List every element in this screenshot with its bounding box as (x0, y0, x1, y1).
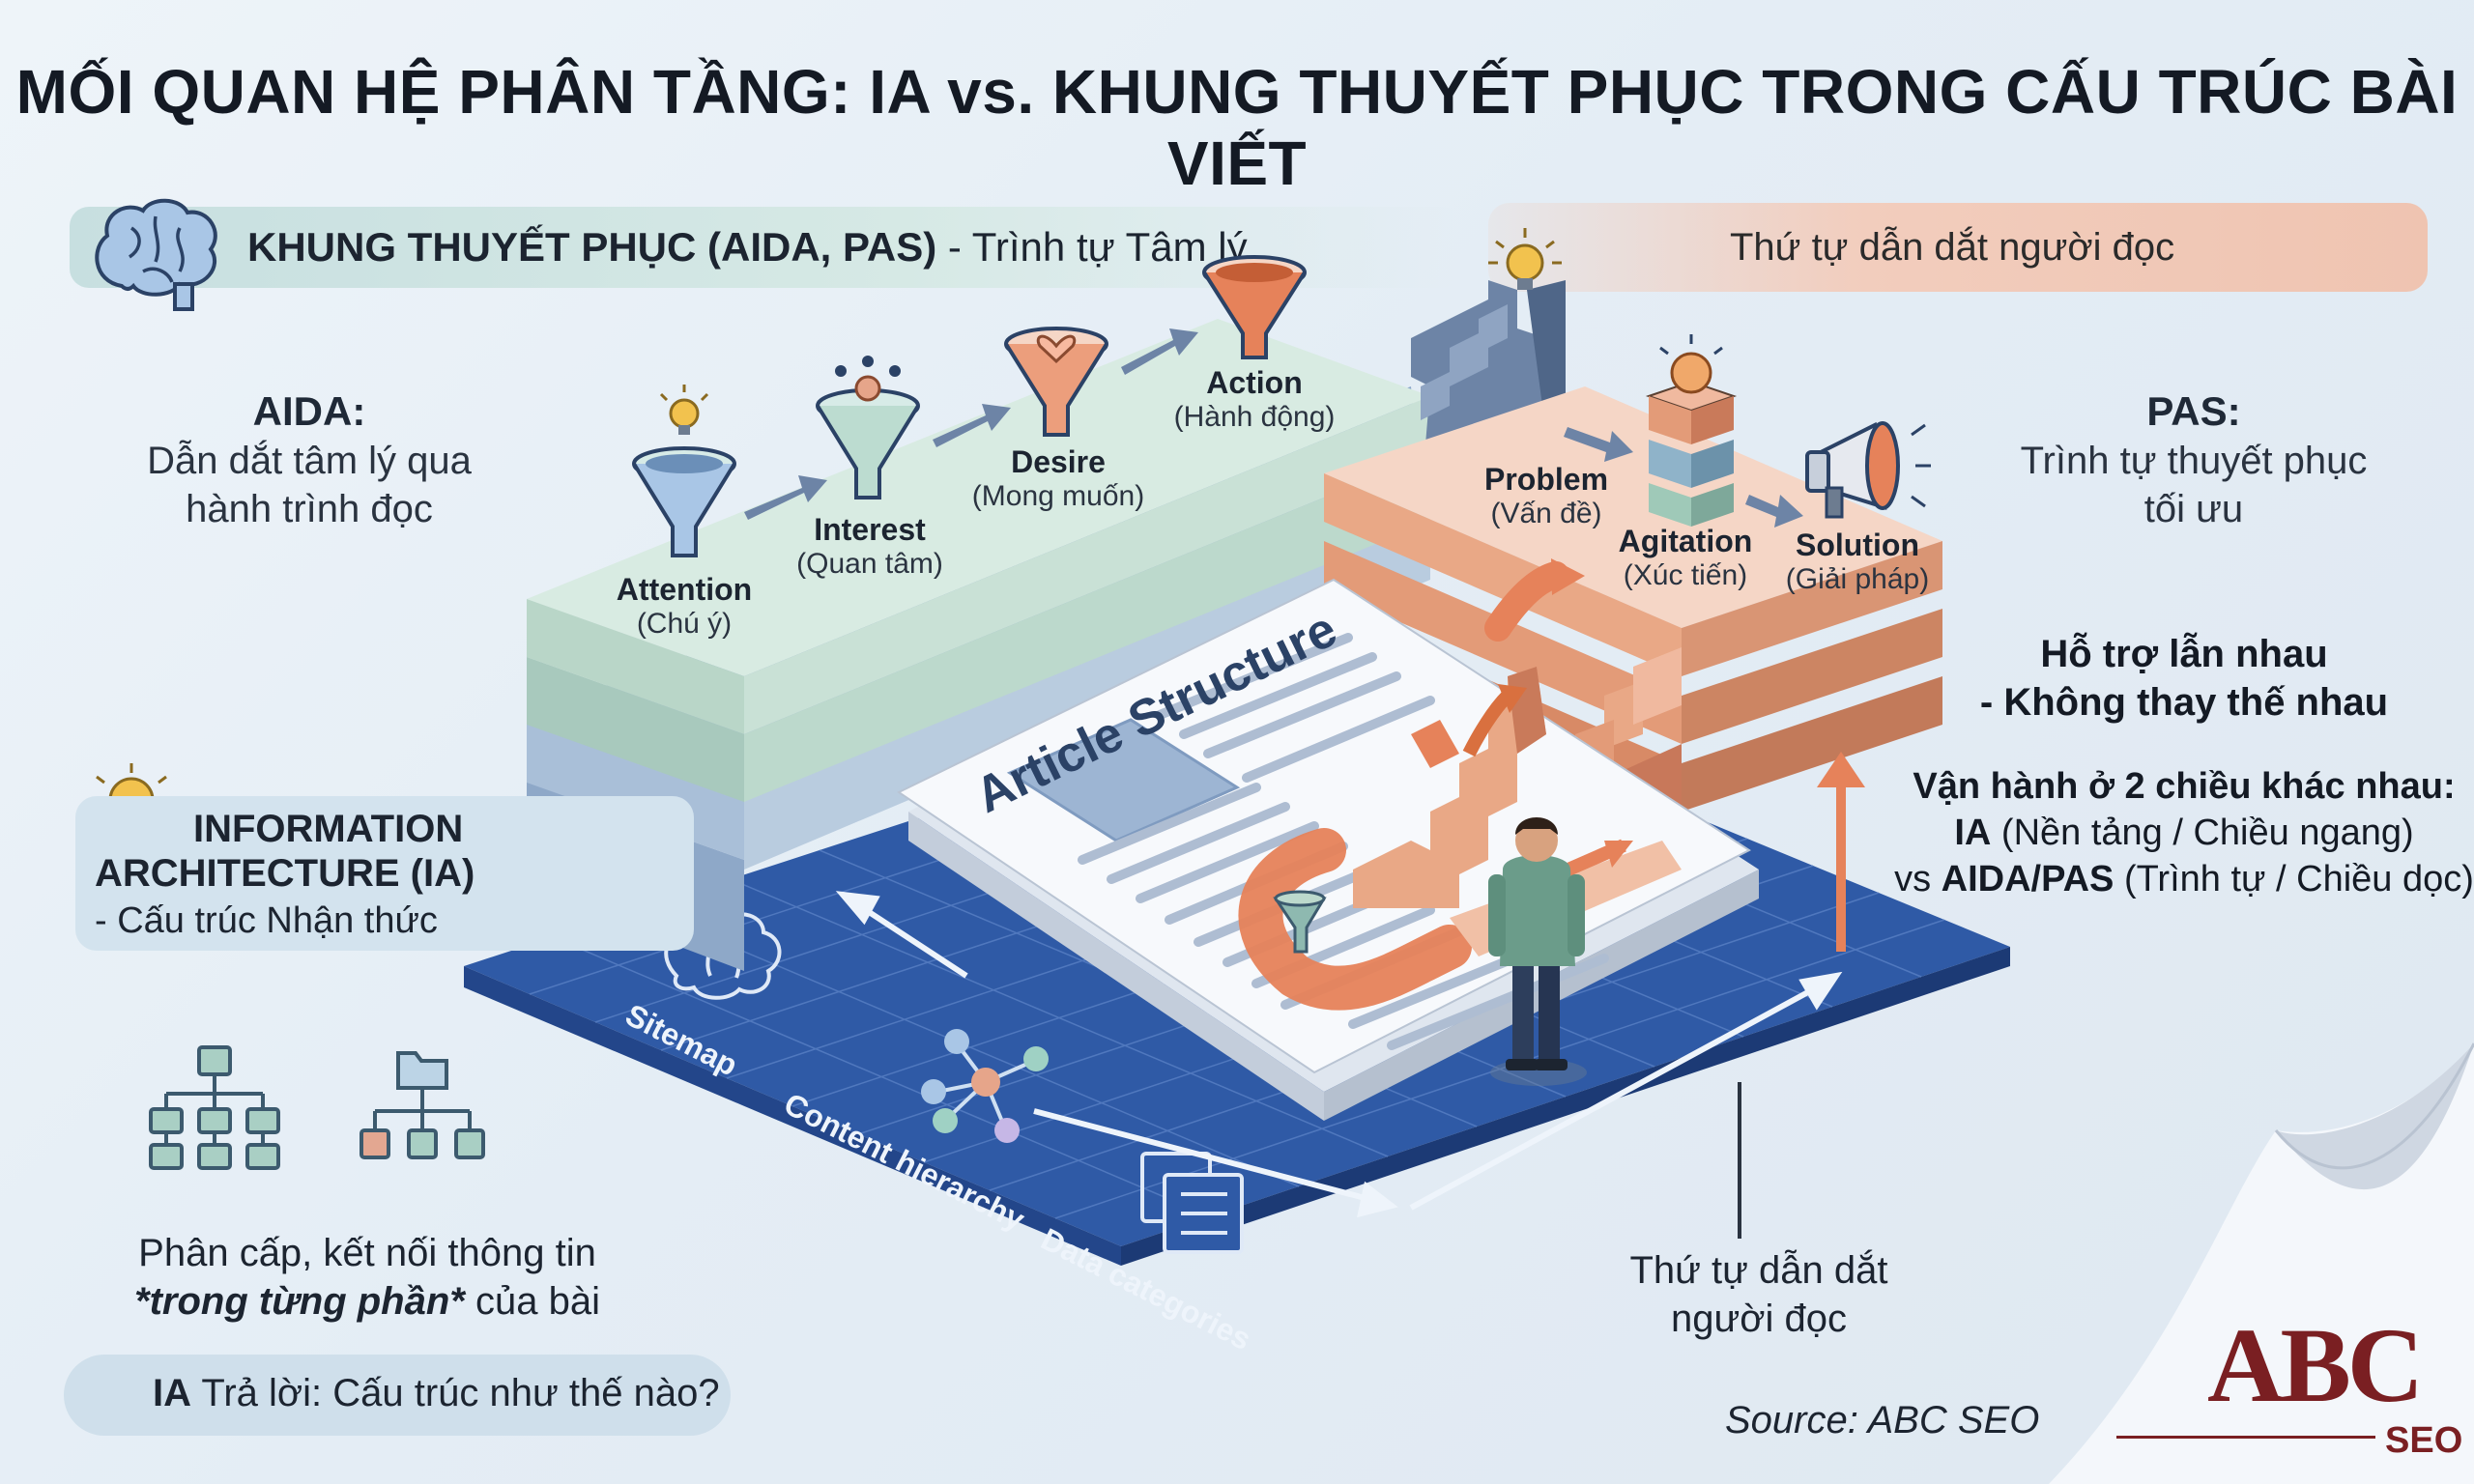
ia-answer-rest: Trả lời: Cấu trúc như thế nào? (191, 1372, 720, 1414)
logo-underline (2116, 1436, 2375, 1439)
ia-subtitle: - Cấu trúc Nhận thức (95, 900, 438, 941)
persuasion-subtitle: - Trình tự Tâm lý (936, 224, 1248, 270)
operate-vs: vs (1894, 859, 1942, 899)
support-line1: Hỗ trợ lẫn nhau (2040, 633, 2328, 675)
stage-interest: Interest (Quan tâm) (744, 512, 995, 581)
reader-order-label: Thứ tự dẫn dắt người đọc (1730, 226, 2175, 269)
stage-action: Action (Hành động) (1129, 365, 1380, 434)
stage-solution-vi: (Giải pháp) (1785, 563, 1930, 595)
pas-heading: PAS: (2146, 388, 2241, 434)
reader-journey-path (1238, 558, 1682, 1011)
ia-title-line1: INFORMATION (193, 808, 464, 850)
stage-action-en: Action (1206, 365, 1303, 400)
sitemap-hierarchy-icon (149, 1045, 280, 1170)
stairs-lightbulb-icon (1488, 228, 1562, 290)
lightbulb-icon (659, 385, 709, 435)
operate-ia-rest: (Nền tảng / Chiều ngang) (1991, 813, 2414, 853)
aida-desc-line1: Dẫn dắt tâm lý qua (147, 440, 472, 482)
ia-answer-text: IA Trả lời: Cấu trúc như thế nào? (153, 1372, 720, 1415)
aida-arrows (744, 328, 1198, 520)
operate-line1: Vận hành ở 2 chiều khác nhau: (1913, 766, 2456, 807)
ia-desc-italic: *trong từng phần* (134, 1280, 465, 1323)
brain-icon (95, 198, 217, 311)
stage-solution-en: Solution (1796, 528, 1919, 562)
stage-desire-en: Desire (1011, 444, 1106, 479)
ia-answer-bold: IA (153, 1372, 191, 1414)
aida-description: Dẫn dắt tâm lý qua hành trình đọc (116, 437, 503, 533)
stage-attention-vi: (Chú ý) (636, 608, 733, 640)
ia-desc-rest: của bài (464, 1280, 600, 1323)
network-icon (921, 1029, 1049, 1143)
aida-layers (527, 319, 1430, 971)
operate-line3: vs AIDA/PAS (Trình tự / Chiều dọc) (1894, 856, 2474, 902)
ia-title-line2: ARCHITECTURE (IA) (95, 852, 475, 895)
stage-interest-en: Interest (814, 512, 926, 547)
operate-aidapas: AIDA/PAS (1941, 859, 2114, 899)
persuasion-band-label: KHUNG THUYẾT PHỤC (AIDA, PAS) - Trình tự… (247, 224, 1248, 271)
logo-seo: SEO (2385, 1420, 2463, 1461)
ia-band (75, 796, 694, 951)
aida-heading: AIDA: (252, 388, 366, 434)
stage-solution: Solution (Giải pháp) (1732, 528, 1983, 596)
stage-desire-vi: (Mong muốn) (971, 480, 1145, 512)
stage-agitation: Agitation (Xúc tiến) (1560, 524, 1811, 592)
source-credit: Source: ABC SEO (1725, 1399, 2040, 1441)
reader-order-bottom: Thứ tự dẫn dắt người đọc (1595, 1246, 1923, 1343)
stage-agitation-vi: (Xúc tiến) (1623, 559, 1748, 591)
pas-desc-line2: tối ưu (2143, 488, 2244, 530)
stage-problem-vi: (Vấn đề) (1490, 498, 1602, 529)
aida-desc-line2: hành trình đọc (186, 488, 433, 530)
operate-line2: IA (Nền tảng / Chiều ngang) (1894, 810, 2474, 856)
reader-order-line1: Thứ tự dẫn dắt (1629, 1249, 1888, 1292)
folder-hierarchy-icon (360, 1051, 485, 1159)
platform-arrow-bottom (1033, 1108, 1398, 1218)
person-figure (1488, 817, 1587, 1086)
ia-description: Phân cấp, kết nối thông tin *trong từng … (106, 1229, 628, 1326)
stage-agitation-en: Agitation (1618, 524, 1753, 558)
stage-interest-vi: (Quan tâm) (796, 548, 943, 580)
agitation-blocks-icon (1645, 334, 1738, 527)
reader-order-band (1488, 203, 2428, 292)
megaphone-icon (1805, 421, 1931, 519)
ia-answer-pill (64, 1355, 731, 1436)
stage-problem: Problem (Vấn đề) (1421, 462, 1672, 530)
desire-funnel-icon (1004, 327, 1108, 437)
interest-funnel-icon (816, 356, 920, 499)
logo-abc: ABC (2207, 1306, 2424, 1424)
dimension-statement: Vận hành ở 2 chiều khác nhau: IA (Nền tả… (1894, 763, 2474, 902)
support-line2: - Không thay thế nhau (1979, 681, 2389, 724)
pas-description: Trình tự thuyết phục tối ưu (1991, 437, 2397, 533)
attention-funnel-icon (632, 446, 736, 557)
platform-arrow-right (1409, 971, 1843, 1211)
stage-problem-en: Problem (1483, 462, 1609, 497)
ia-desc-line2: *trong từng phần* của bài (106, 1277, 628, 1326)
operate-aidapas-rest: (Trình tự / Chiều dọc) (2114, 859, 2474, 899)
vertical-arrow (1817, 752, 1865, 952)
page-curl (2049, 1042, 2474, 1484)
pas-desc-line1: Trình tự thuyết phục (2020, 440, 2368, 482)
data-list-icon (1140, 1152, 1244, 1254)
support-statement: Hỗ trợ lẫn nhau - Không thay thế nhau (1971, 630, 2397, 727)
stage-desire: Desire (Mong muốn) (933, 444, 1184, 513)
stage-action-vi: (Hành động) (1173, 401, 1336, 433)
page-title: MỐI QUAN HỆ PHÂN TẦNG: IA vs. KHUNG THUY… (15, 57, 2459, 198)
stage-attention: Attention (Chú ý) (559, 572, 810, 641)
stage-attention-en: Attention (616, 572, 753, 607)
operate-ia: IA (1954, 813, 1992, 853)
action-funnel-icon (1202, 255, 1307, 359)
ia-desc-line1: Phân cấp, kết nối thông tin (138, 1232, 596, 1274)
pas-arrows (1564, 427, 1803, 528)
platform-arrow-left (835, 891, 968, 979)
reader-order-line2: người đọc (1671, 1298, 1847, 1340)
persuasion-title: KHUNG THUYẾT PHỤC (AIDA, PAS) (247, 224, 937, 270)
